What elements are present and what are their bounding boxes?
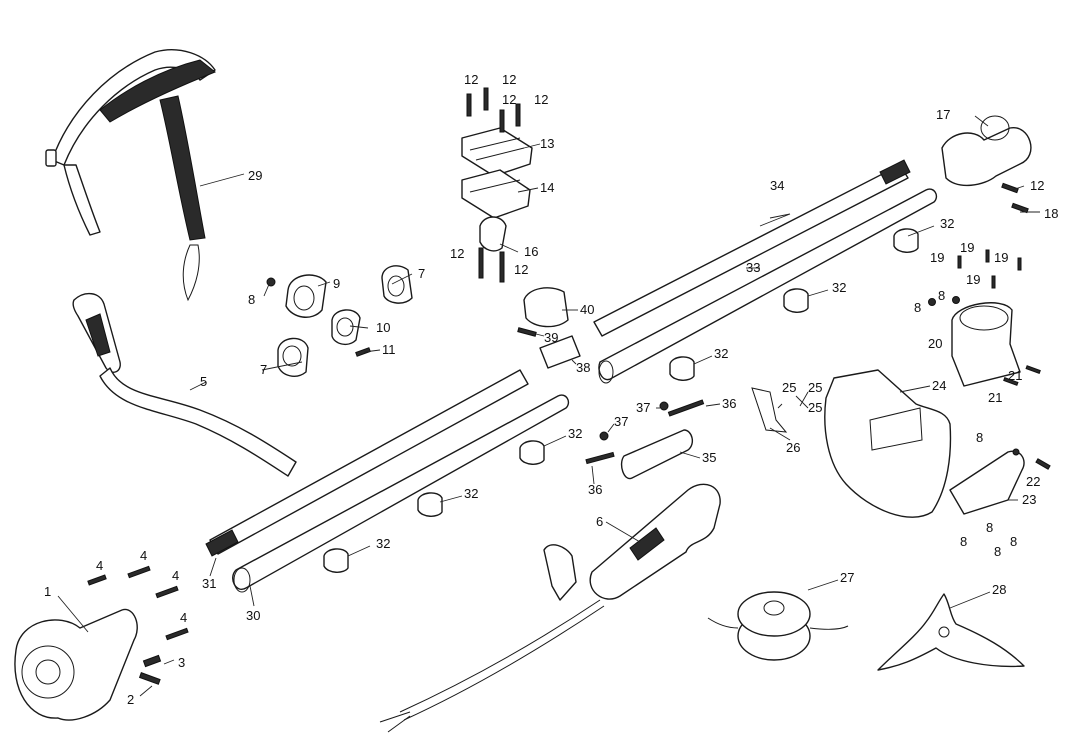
callout-labels: 1 2 3 4 4 4 4 5 6 7 7 8 8 8 8 8 8 8 8 9 … [44, 72, 1058, 707]
label-32: 32 [832, 280, 846, 295]
label-1: 1 [44, 584, 51, 599]
label-13: 13 [540, 136, 554, 151]
label-11: 11 [382, 342, 396, 357]
trimmer-head [707, 591, 849, 661]
upper-shafts [593, 159, 938, 384]
label-38: 38 [576, 360, 590, 375]
label-21: 21 [1008, 368, 1022, 383]
label-25: 25 [808, 380, 822, 395]
label-32: 32 [376, 536, 390, 551]
label-12: 12 [450, 246, 464, 261]
label-4: 4 [96, 558, 103, 573]
label-4: 4 [140, 548, 147, 563]
label-16: 16 [524, 244, 538, 259]
label-30: 30 [246, 608, 260, 623]
label-12: 12 [514, 262, 528, 277]
label-34: 34 [770, 178, 784, 193]
handle-clamps [266, 265, 413, 377]
label-8: 8 [960, 534, 967, 549]
label-18: 18 [1044, 206, 1058, 221]
label-37: 37 [614, 414, 628, 429]
throttle-handle [379, 483, 721, 733]
lower-shafts [205, 369, 570, 593]
shaft-guides [323, 228, 919, 573]
gear-head [941, 115, 1032, 214]
label-26: 26 [786, 440, 800, 455]
label-40: 40 [580, 302, 594, 317]
label-6: 6 [596, 514, 603, 529]
label-32: 32 [464, 486, 478, 501]
label-5: 5 [200, 374, 207, 389]
label-8: 8 [938, 288, 945, 303]
label-2: 2 [127, 692, 134, 707]
leader-lines [57, 115, 1040, 697]
label-28: 28 [992, 582, 1006, 597]
label-32: 32 [714, 346, 728, 361]
label-17: 17 [936, 107, 950, 122]
label-25: 25 [808, 400, 822, 415]
throttle-mount [585, 399, 705, 480]
label-7: 7 [418, 266, 425, 281]
label-7: 7 [260, 362, 267, 377]
label-32: 32 [568, 426, 582, 441]
label-3: 3 [178, 655, 185, 670]
label-12: 12 [534, 92, 548, 107]
label-29: 29 [248, 168, 262, 183]
grass-guard [751, 369, 952, 518]
coupler-parts [517, 287, 581, 369]
three-tooth-blade [877, 593, 1025, 671]
label-12: 12 [1030, 178, 1044, 193]
label-33: 33 [746, 260, 760, 275]
label-4: 4 [172, 568, 179, 583]
guard-plate [949, 448, 1051, 515]
label-12: 12 [464, 72, 478, 87]
label-36: 36 [588, 482, 602, 497]
label-14: 14 [540, 180, 554, 195]
label-8: 8 [914, 300, 921, 315]
label-25: 25 [782, 380, 796, 395]
label-24: 24 [932, 378, 946, 393]
label-8: 8 [248, 292, 255, 307]
label-19: 19 [966, 272, 980, 287]
label-8: 8 [994, 544, 1001, 559]
guard-bracket [928, 249, 1041, 387]
label-10: 10 [376, 320, 390, 335]
label-37: 37 [636, 400, 650, 415]
label-19: 19 [994, 250, 1008, 265]
label-19: 19 [930, 250, 944, 265]
label-12: 12 [502, 92, 516, 107]
label-19: 19 [960, 240, 974, 255]
label-31: 31 [202, 576, 216, 591]
label-39: 39 [544, 330, 558, 345]
label-8: 8 [986, 520, 993, 535]
label-4: 4 [180, 610, 187, 625]
loop-handle [72, 293, 297, 477]
label-8: 8 [1010, 534, 1017, 549]
label-23: 23 [1022, 492, 1036, 507]
label-27: 27 [840, 570, 854, 585]
label-32: 32 [940, 216, 954, 231]
label-20: 20 [928, 336, 942, 351]
label-22: 22 [1026, 474, 1040, 489]
clutch-housing [14, 565, 189, 721]
harness-strap [45, 49, 216, 302]
label-21: 21 [988, 390, 1002, 405]
label-36: 36 [722, 396, 736, 411]
label-12: 12 [502, 72, 516, 87]
label-9: 9 [333, 276, 340, 291]
handle-mount-block [461, 87, 533, 283]
label-35: 35 [702, 450, 716, 465]
label-8: 8 [976, 430, 983, 445]
